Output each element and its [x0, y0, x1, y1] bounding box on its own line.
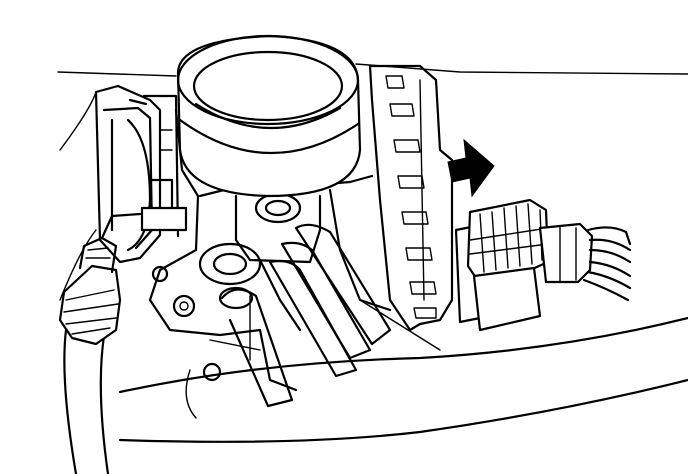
bold-arrow-right-icon [447, 138, 495, 198]
throttle-linkage-bracket [94, 84, 188, 264]
throttle-bore [176, 34, 362, 198]
throttle-body-housing [148, 108, 392, 392]
mounting-boss-lower [198, 242, 262, 286]
wire-harness [582, 226, 632, 302]
electrical-connector [454, 198, 594, 332]
intake-hose [58, 212, 142, 474]
vacuum-hoses [218, 223, 392, 408]
mounting-boss-upper [254, 192, 302, 224]
bolt-small-left [151, 265, 222, 382]
sensor-connector-housing [368, 64, 454, 332]
